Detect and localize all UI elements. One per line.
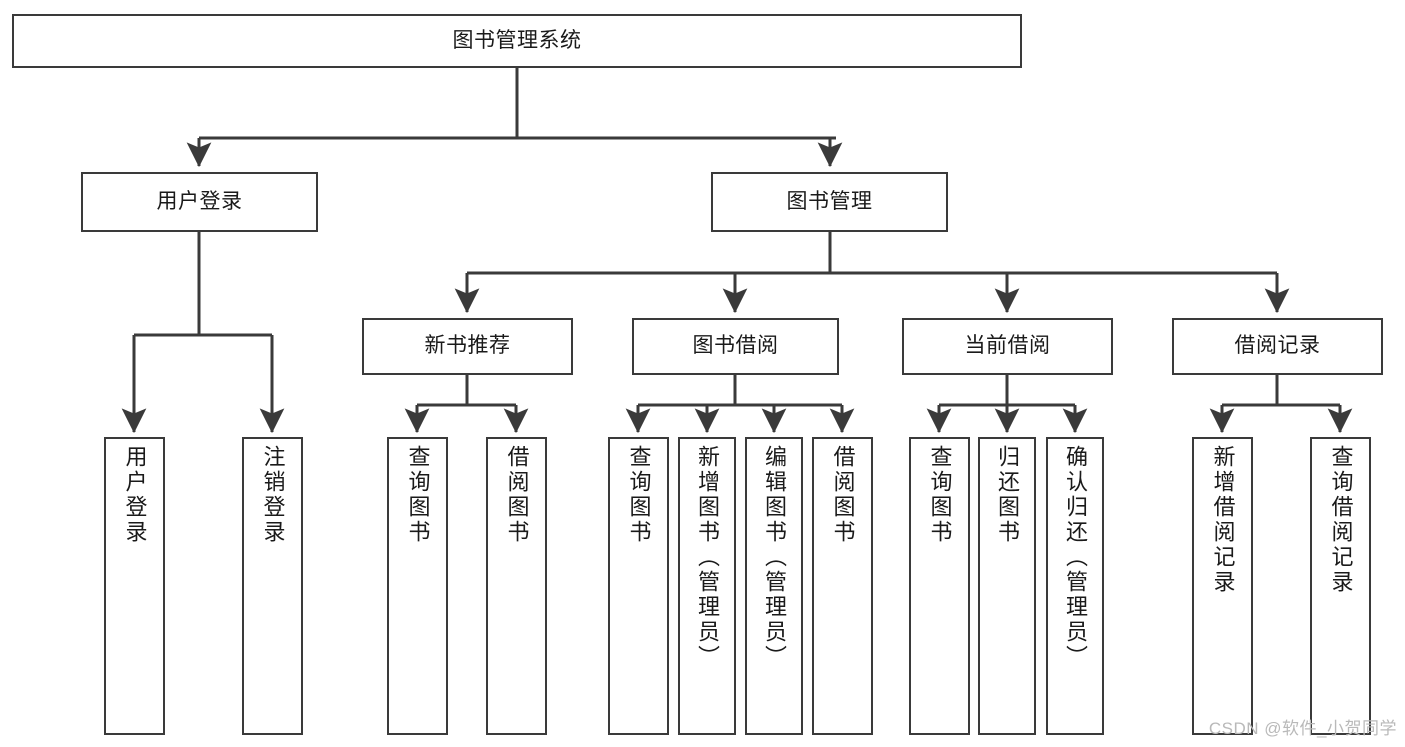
leaf-new-book-borrow[interactable]: 借阅图书 bbox=[486, 437, 547, 735]
node-label: 图书借阅 bbox=[692, 334, 779, 358]
node-label: 借阅图书 bbox=[830, 445, 856, 545]
node-current-borrow[interactable]: 当前借阅 bbox=[902, 318, 1113, 375]
node-label: 当前借阅 bbox=[964, 334, 1051, 358]
node-user-login[interactable]: 用户登录 bbox=[81, 172, 318, 232]
node-label: 查询图书 bbox=[626, 445, 652, 545]
leaf-user-login-logout[interactable]: 注销登录 bbox=[242, 437, 303, 735]
node-label: 新增图书（管理员） bbox=[695, 445, 720, 670]
node-borrow-record[interactable]: 借阅记录 bbox=[1172, 318, 1383, 375]
node-label: 编辑图书（管理员） bbox=[762, 445, 787, 670]
node-label: 借阅记录 bbox=[1234, 334, 1321, 358]
leaf-current-borrow-return[interactable]: 归还图书 bbox=[978, 437, 1036, 735]
node-label: 图书管理 bbox=[786, 189, 873, 213]
node-book-borrow[interactable]: 图书借阅 bbox=[632, 318, 839, 375]
node-label: 查询图书 bbox=[405, 445, 431, 545]
node-label: 借阅图书 bbox=[504, 445, 530, 545]
node-label: 查询图书 bbox=[927, 445, 953, 545]
leaf-book-borrow-add[interactable]: 新增图书（管理员） bbox=[678, 437, 736, 735]
leaf-borrow-record-query[interactable]: 查询借阅记录 bbox=[1310, 437, 1371, 735]
leaf-book-borrow-borrow[interactable]: 借阅图书 bbox=[812, 437, 873, 735]
node-label: 注销登录 bbox=[260, 445, 286, 545]
leaf-new-book-query[interactable]: 查询图书 bbox=[387, 437, 448, 735]
node-label: 查询借阅记录 bbox=[1328, 445, 1354, 595]
leaf-current-borrow-query[interactable]: 查询图书 bbox=[909, 437, 970, 735]
leaf-current-borrow-confirm-return[interactable]: 确认归还（管理员） bbox=[1046, 437, 1104, 735]
leaf-book-borrow-edit[interactable]: 编辑图书（管理员） bbox=[745, 437, 803, 735]
node-label: 新书推荐 bbox=[424, 334, 511, 358]
node-label: 确认归还（管理员） bbox=[1063, 445, 1088, 670]
node-root-book-management-system[interactable]: 图书管理系统 bbox=[12, 14, 1022, 68]
node-label: 用户登录 bbox=[122, 445, 148, 545]
node-label: 用户登录 bbox=[156, 189, 243, 213]
leaf-borrow-record-add[interactable]: 新增借阅记录 bbox=[1192, 437, 1253, 735]
node-label: 图书管理系统 bbox=[452, 28, 582, 52]
node-book-management[interactable]: 图书管理 bbox=[711, 172, 948, 232]
node-new-book-recommend[interactable]: 新书推荐 bbox=[362, 318, 573, 375]
node-label: 归还图书 bbox=[995, 445, 1020, 545]
node-label: 新增借阅记录 bbox=[1210, 445, 1236, 595]
leaf-user-login-login[interactable]: 用户登录 bbox=[104, 437, 165, 735]
leaf-book-borrow-query[interactable]: 查询图书 bbox=[608, 437, 669, 735]
